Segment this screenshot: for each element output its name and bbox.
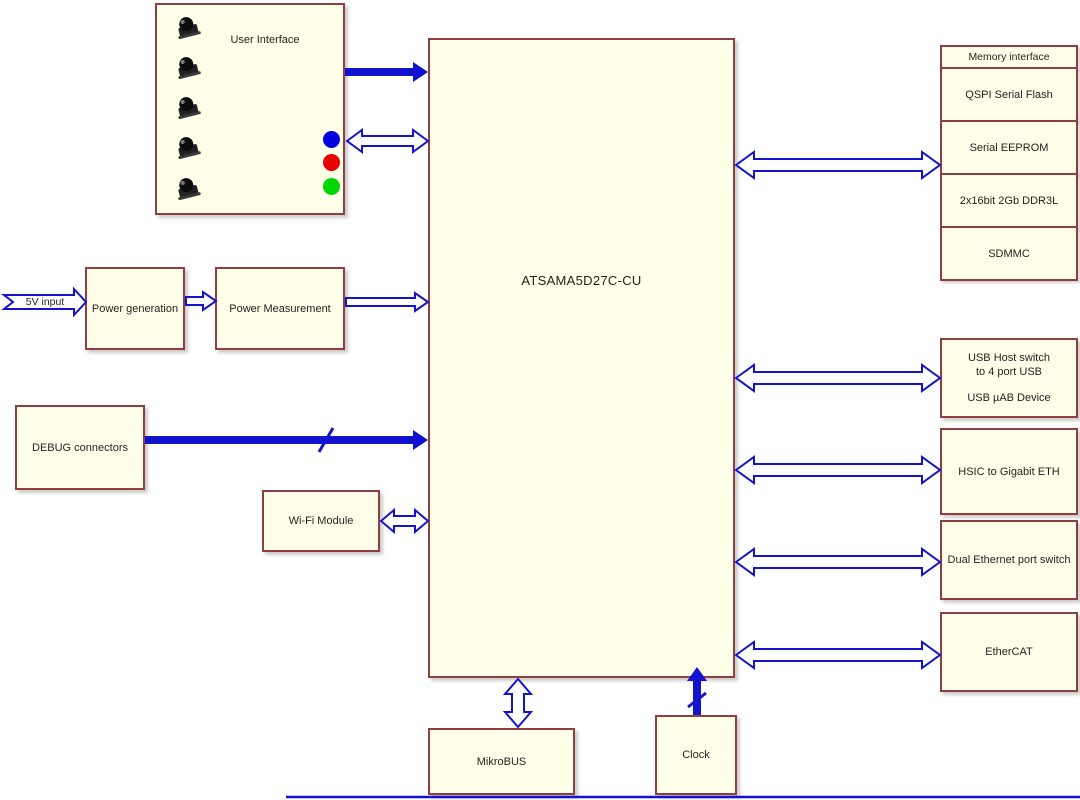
cpu-label: ATSAMA5D27C-CU [521,273,642,288]
usb-line-1: USB Host switch [968,352,1050,364]
wifi-module-box: Wi-Fi Module [262,490,380,552]
power-measurement-box: Power Measurement [215,267,345,350]
push-button-icon [169,89,205,125]
push-button-icon [169,9,205,45]
push-button-glyph [178,17,201,40]
user-interface-label: User Interface [230,34,300,46]
arrow-cpu-usb-bidir [734,363,942,393]
usb-line-2: to 4 port USB [975,366,1043,378]
memory-cell-serial-eeprom: Serial EEPROM [940,120,1078,175]
dual-ethernet-box: Dual Ethernet port switch [940,520,1078,600]
usb-box: USB Host switch to 4 port USB USB µAB De… [940,338,1078,418]
ethercat-label: EtherCAT [985,646,1033,658]
usb-line-3: USB µAB Device [967,392,1051,404]
push-button-icon [169,170,205,206]
push-button-glyph [178,97,201,120]
clock-bus-slash [687,691,707,709]
clock-label: Clock [682,749,710,761]
sdmmc-label: SDMMC [988,247,1030,260]
serial-eeprom-label: Serial EEPROM [969,141,1049,154]
cpu-block: ATSAMA5D27C-CU [428,38,735,678]
power-generation-label: Power generation [91,302,179,315]
clock-box: Clock [655,715,737,795]
ddr3l-label: 2x16bit 2Gb DDR3L [959,194,1059,207]
dual-ethernet-label: Dual Ethernet port switch [947,554,1071,566]
power-measurement-label: Power Measurement [229,302,331,315]
debug-connectors-box: DEBUG connectors [15,405,145,490]
push-button-glyph [178,137,201,160]
ethercat-box: EtherCAT [940,612,1078,692]
arrow-debug-to-cpu [145,430,428,450]
memory-cell-ddr3l: 2x16bit 2Gb DDR3L [940,173,1078,228]
arrow-cpu-hsic-bidir [734,455,942,485]
arrow-user-interface-to-cpu [345,62,428,82]
hsic-label: HSIC to Gigabit ETH [958,465,1060,478]
hsic-box: HSIC to Gigabit ETH [940,428,1078,515]
led-blue-icon [323,131,340,148]
qspi-serial-flash-label: QSPI Serial Flash [965,88,1053,101]
power-generation-box: Power generation [85,267,185,350]
push-button-icon [169,129,205,165]
memory-interface-header: Memory interface [940,45,1078,69]
five-volt-input-label: 5V input [25,296,65,308]
arrow-power-generation-to-measurement [185,290,218,312]
led-green-icon [323,178,340,195]
mikrobus-box: MikroBUS [428,728,575,795]
arrow-wifi-cpu-bidir [379,507,430,535]
debug-bus-slash [317,427,335,453]
arrow-power-measurement-to-cpu [345,291,430,313]
debug-connectors-label: DEBUG connectors [32,441,128,454]
memory-cell-sdmmc: SDMMC [940,226,1078,281]
user-interface-box: User Interface [155,3,345,215]
led-red-icon [323,154,340,171]
arrow-cpu-mikrobus-bidir [502,677,534,729]
arrow-cpu-dual-ethernet-bidir [734,547,942,577]
push-button-glyph [178,178,201,201]
memory-interface-label: Memory interface [968,51,1050,63]
mikrobus-label: MikroBUS [476,755,527,768]
memory-stack: Memory interface QSPI Serial Flash Seria… [940,45,1078,281]
memory-cell-qspi-serial-flash: QSPI Serial Flash [940,67,1078,122]
arrow-cpu-memory-bidir [734,150,942,180]
arrow-user-interface-cpu-bidir [345,128,430,154]
push-button-glyph [178,57,201,80]
push-button-icon [169,49,205,85]
arrow-cpu-ethercat-bidir [734,640,942,670]
wifi-module-label: Wi-Fi Module [288,515,354,527]
